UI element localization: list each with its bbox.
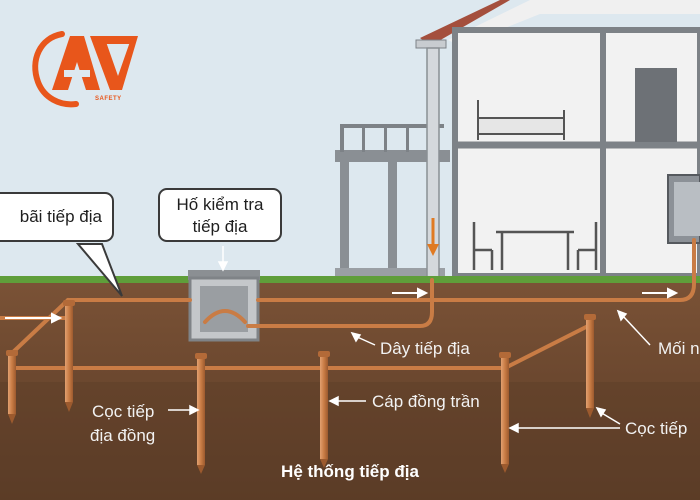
rod-1	[6, 350, 18, 424]
inspection-pit	[188, 270, 260, 342]
callout-bai-tiep-dia-text: bãi tiếp địa	[19, 207, 102, 226]
diagram-title: Hệ thống tiếp địa	[281, 462, 419, 481]
downpipe-arrow	[427, 218, 439, 256]
callout-ho-kiem-tra-line1: Hố kiểm tra	[176, 195, 264, 214]
pointer-lines	[168, 246, 651, 434]
callout-ho-kiem-tra-line2: tiếp địa	[192, 217, 248, 236]
label-coc-tiep-dia-dong-line2: địa đồng	[90, 426, 156, 445]
label-coc-tiep-dia-dong-line1: Cọc tiếp	[92, 402, 155, 421]
rod-5	[499, 352, 511, 473]
house	[335, 0, 700, 279]
label-day-tiep-dia: Dây tiếp địa	[380, 339, 470, 358]
label-moi-noi: Mối n	[658, 339, 700, 358]
grass	[0, 276, 700, 284]
flow-arrows	[5, 287, 679, 324]
label-cap-dong-tran: Cáp đồng trần	[372, 392, 480, 411]
logo-subtitle: SAFETY	[95, 96, 122, 102]
bubble-tail-left	[75, 243, 123, 297]
rod-2	[63, 300, 75, 412]
copper-wiring	[0, 238, 696, 370]
rod-6	[584, 314, 596, 418]
callout-ho-kiem-tra: Hố kiểm tra tiếp địa	[158, 188, 282, 242]
rod-4	[318, 351, 330, 468]
soil	[0, 283, 700, 500]
label-coc-tiep: Cọc tiếp	[625, 419, 688, 438]
ground-rods	[6, 300, 596, 474]
callout-bai-tiep-dia: bãi tiếp địa	[0, 192, 114, 242]
atv-logo	[32, 31, 138, 108]
rod-3	[195, 353, 207, 474]
